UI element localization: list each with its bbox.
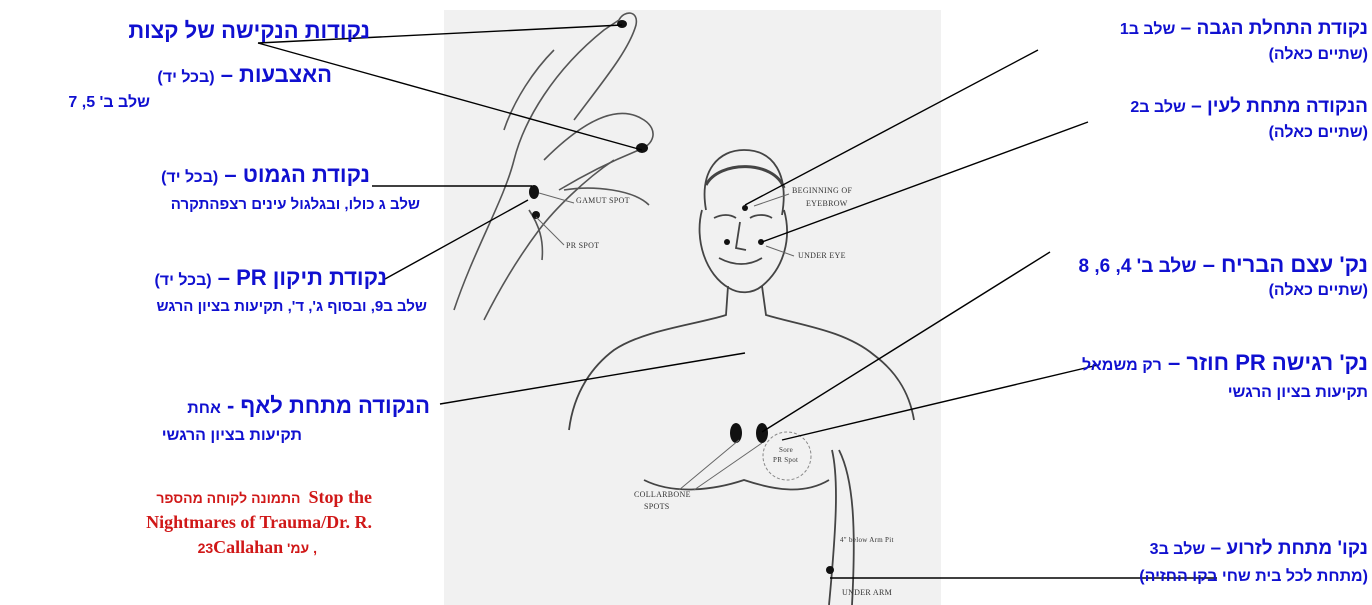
gamut-line1-main: נקודת הגמוט – [218,162,370,187]
undereye-line1-sub: שלב ב2 [1130,99,1186,116]
eyebrow-line1-sub: שלב ב1 [1120,21,1176,38]
fingertips-line2-main: האצבעות – [215,62,332,87]
eyebrow-line2: (שתיים כאלה) [1269,46,1368,64]
collarbone-line1-sub: שלב ב' 4, 6, 8 [1079,256,1197,277]
under-arm-caption: UNDER ARM [842,588,892,597]
undernose-line1-main: הנקודה מתחת לאף - [221,393,430,418]
sore-line2: תקיעות בציון הרגשי [1228,384,1368,402]
collarbone-caption-1: COLLARBONE [634,490,691,499]
hand-drawing [454,13,653,320]
undereye-line2: (שתיים כאלה) [1269,124,1368,142]
fingertip-spot-1 [617,20,627,28]
pr-spot-caption: PR SPOT [566,241,599,250]
undereye-label: הנקודה מתחת לעין – שלב ב2 [1130,96,1368,118]
acupoint-figure: GAMUT SPOT PR SPOT BEGINNING OF EYEBROW … [444,10,941,605]
source-line1-he: התמונה לקוחה מהספר [156,490,300,506]
underarm-line2: (מתחת לכל בית שחי בקו החזיה) [1139,568,1368,586]
sore-line1-sub: רק משמאל [1082,357,1162,374]
source-line1: Stop the התמונה לקוחה מהספר [156,487,372,508]
undernose-line2: תקיעות בציון הרגשי [162,427,302,445]
underarm-label: נקו' מתחת לזרוע – שלב ב3 [1150,538,1368,560]
sore-line1-main: נק' רגישה PR חוזר – [1162,350,1368,375]
fingertip-spot-2 [636,143,648,153]
pr-hand-spot [532,211,540,219]
collarbone-spot-right [756,423,768,443]
source-line2: Nightmares of Trauma/Dr. R. [146,512,372,533]
pr-line1-sub: (בכל יד) [154,272,211,289]
collarbone-label: נק' עצם הבריח – שלב ב' 4, 6, 8 [1079,252,1368,278]
gamut-line1-sub: (בכל יד) [161,169,218,186]
collarbone-caption-2: SPOTS [644,502,670,511]
pr-line2: שלב ב9, ובסוף ג', ד', תקיעות בציון הרגש [156,298,427,315]
under-eye-caption: UNDER EYE [798,251,846,260]
undereye-line1-main: הנקודה מתחת לעין – [1186,96,1368,117]
undernose-label: הנקודה מתחת לאף - אחת [187,393,430,419]
eyebrow-line1-main: נקודת התחלת הגבה – [1175,18,1368,39]
collarbone-spot-left [730,423,742,443]
illustration-photo: GAMUT SPOT PR SPOT BEGINNING OF EYEBROW … [444,10,941,605]
gamut-label: נקודת הגמוט – (בכל יד) [161,162,370,188]
undernose-line1-sub: אחת [187,400,221,417]
eyebrow-label: נקודת התחלת הגבה – שלב ב1 [1120,18,1368,40]
fingertips-line2-wrap: האצבעות – (בכל יד) [157,62,332,88]
gamut-line2: שלב ג כולו, ובגלגול עינים רצפהתקרה [171,196,420,213]
collarbone-line2: (שתיים כאלה) [1269,282,1368,300]
under-eye-spot-right [758,239,764,245]
sore-label: נק' רגישה PR חוזר – רק משמאל [1082,350,1368,376]
collarbone-line1-main: נק' עצם הבריח – [1197,252,1368,277]
fingertips-line3: שלב ב' 5, 7 [68,94,150,112]
sore-caption-2: PR Spot [773,456,798,464]
underarm-line1-sub: שלב ב3 [1150,541,1206,558]
below-arm-caption: 4" below Arm Pit [840,536,894,544]
gamut-spot-caption: GAMUT SPOT [576,196,630,205]
pr-line1-main: נקודת תיקון PR – [212,265,387,290]
sore-caption-1: Sore [779,446,793,454]
fingertips-line2-sub: (בכל יד) [157,69,214,86]
fingertips-line1: נקודות הנקישה של קצות [128,18,370,44]
pr-label: נקודת תיקון PR – (בכל יד) [154,265,387,291]
eyebrow-caption-1: BEGINNING OF [792,186,853,195]
under-arm-spot [826,566,834,574]
underarm-line1-main: נקו' מתחת לזרוע – [1205,538,1368,559]
fingertips-label: נקודות הנקישה של קצות [128,18,370,44]
source-line3: , עמ' 23Callahan [198,537,317,558]
under-eye-spot-left [724,239,730,245]
gamut-spot [529,185,539,199]
source-line3-en: Callahan [213,537,283,557]
source-line1-en: Stop the [308,487,372,507]
eyebrow-spot [742,205,748,211]
eyebrow-caption-2: EYEBROW [806,199,848,208]
